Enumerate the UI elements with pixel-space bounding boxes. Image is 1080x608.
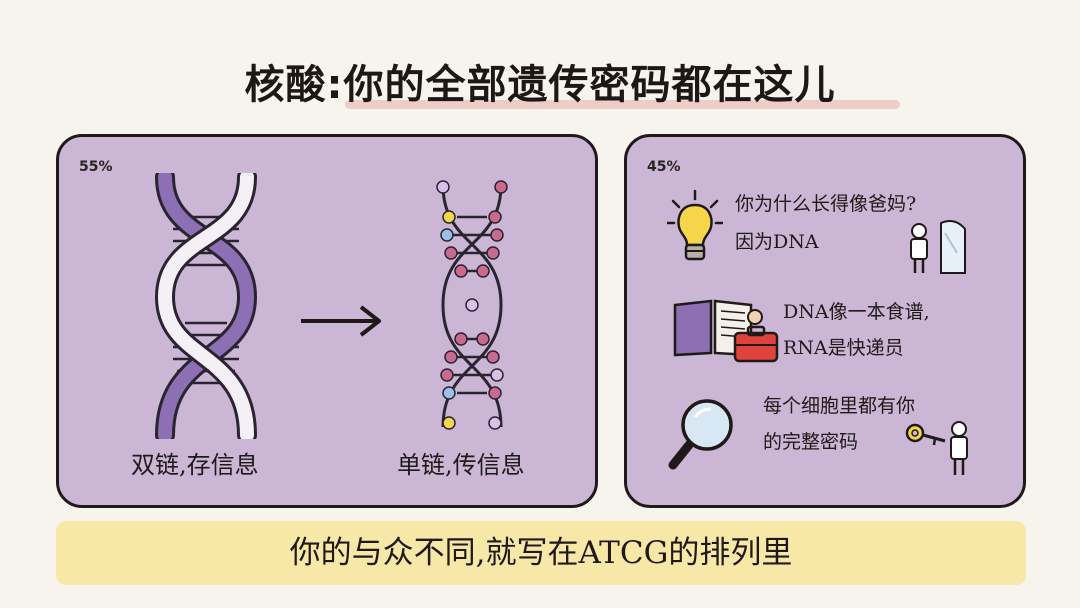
- item-2-line-1: DNA像一本食谱,: [783, 301, 930, 323]
- item-3-line-1: 每个细胞里都有你: [763, 395, 916, 417]
- magnifier-icon: [668, 399, 733, 470]
- dna-double-helix-icon: [154, 173, 258, 439]
- item-3-line-2: 的完整密码: [763, 431, 859, 453]
- title-underline: [345, 100, 900, 109]
- rna-caption: 单链,传信息: [397, 451, 525, 479]
- item-1-line-1: 你为什么长得像爸妈?: [735, 193, 917, 215]
- left-panel: 55%: [56, 134, 598, 508]
- right-panel: 45% 你为什么长得像爸妈? 因为DNA DNA像一本食谱,: [624, 134, 1026, 508]
- bottom-banner: 你的与众不同,就写在ATCG的排列里: [56, 521, 1026, 585]
- page-title: 核酸:你的全部遗传密码都在这儿: [244, 62, 836, 108]
- dna-caption: 双链,存信息: [131, 451, 259, 479]
- arrow-right-icon: [301, 305, 381, 337]
- person-key-icon: [905, 421, 968, 475]
- person-mirror-icon: [910, 220, 966, 274]
- right-panel-percent: 45%: [647, 159, 681, 175]
- courier-briefcase-icon: [733, 309, 779, 363]
- banner-text: 你的与众不同,就写在ATCG的排列里: [289, 535, 793, 571]
- lightbulb-icon: [667, 189, 723, 261]
- item-2-line-2: RNA是快递员: [783, 337, 904, 359]
- left-panel-percent: 55%: [79, 159, 113, 175]
- item-1-line-2: 因为DNA: [735, 231, 819, 253]
- rna-helix-icon: [436, 180, 508, 430]
